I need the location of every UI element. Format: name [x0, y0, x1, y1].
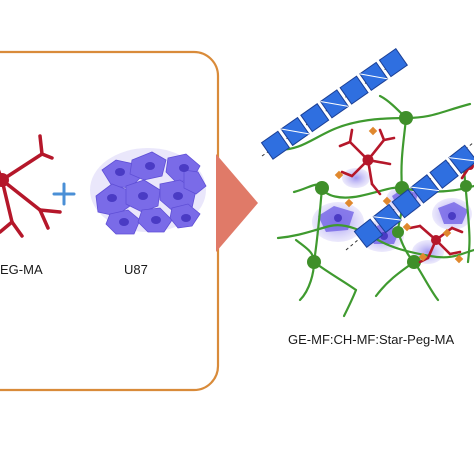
- star-polymer-icon: [0, 134, 62, 238]
- product-label: GE-MF:CH-MF:Star-Peg-MA: [288, 332, 455, 347]
- plus-icon: [52, 182, 76, 206]
- cells-label: U87: [124, 262, 148, 277]
- chitosan-chain-icon: [260, 47, 409, 160]
- cell-cluster-icon: [90, 148, 207, 235]
- chitosan-chain-icon: [345, 141, 474, 251]
- reaction-arrow: [216, 154, 258, 252]
- star-peg-label: EG-MA: [0, 262, 43, 277]
- hydrogel-network-icon: [260, 47, 474, 318]
